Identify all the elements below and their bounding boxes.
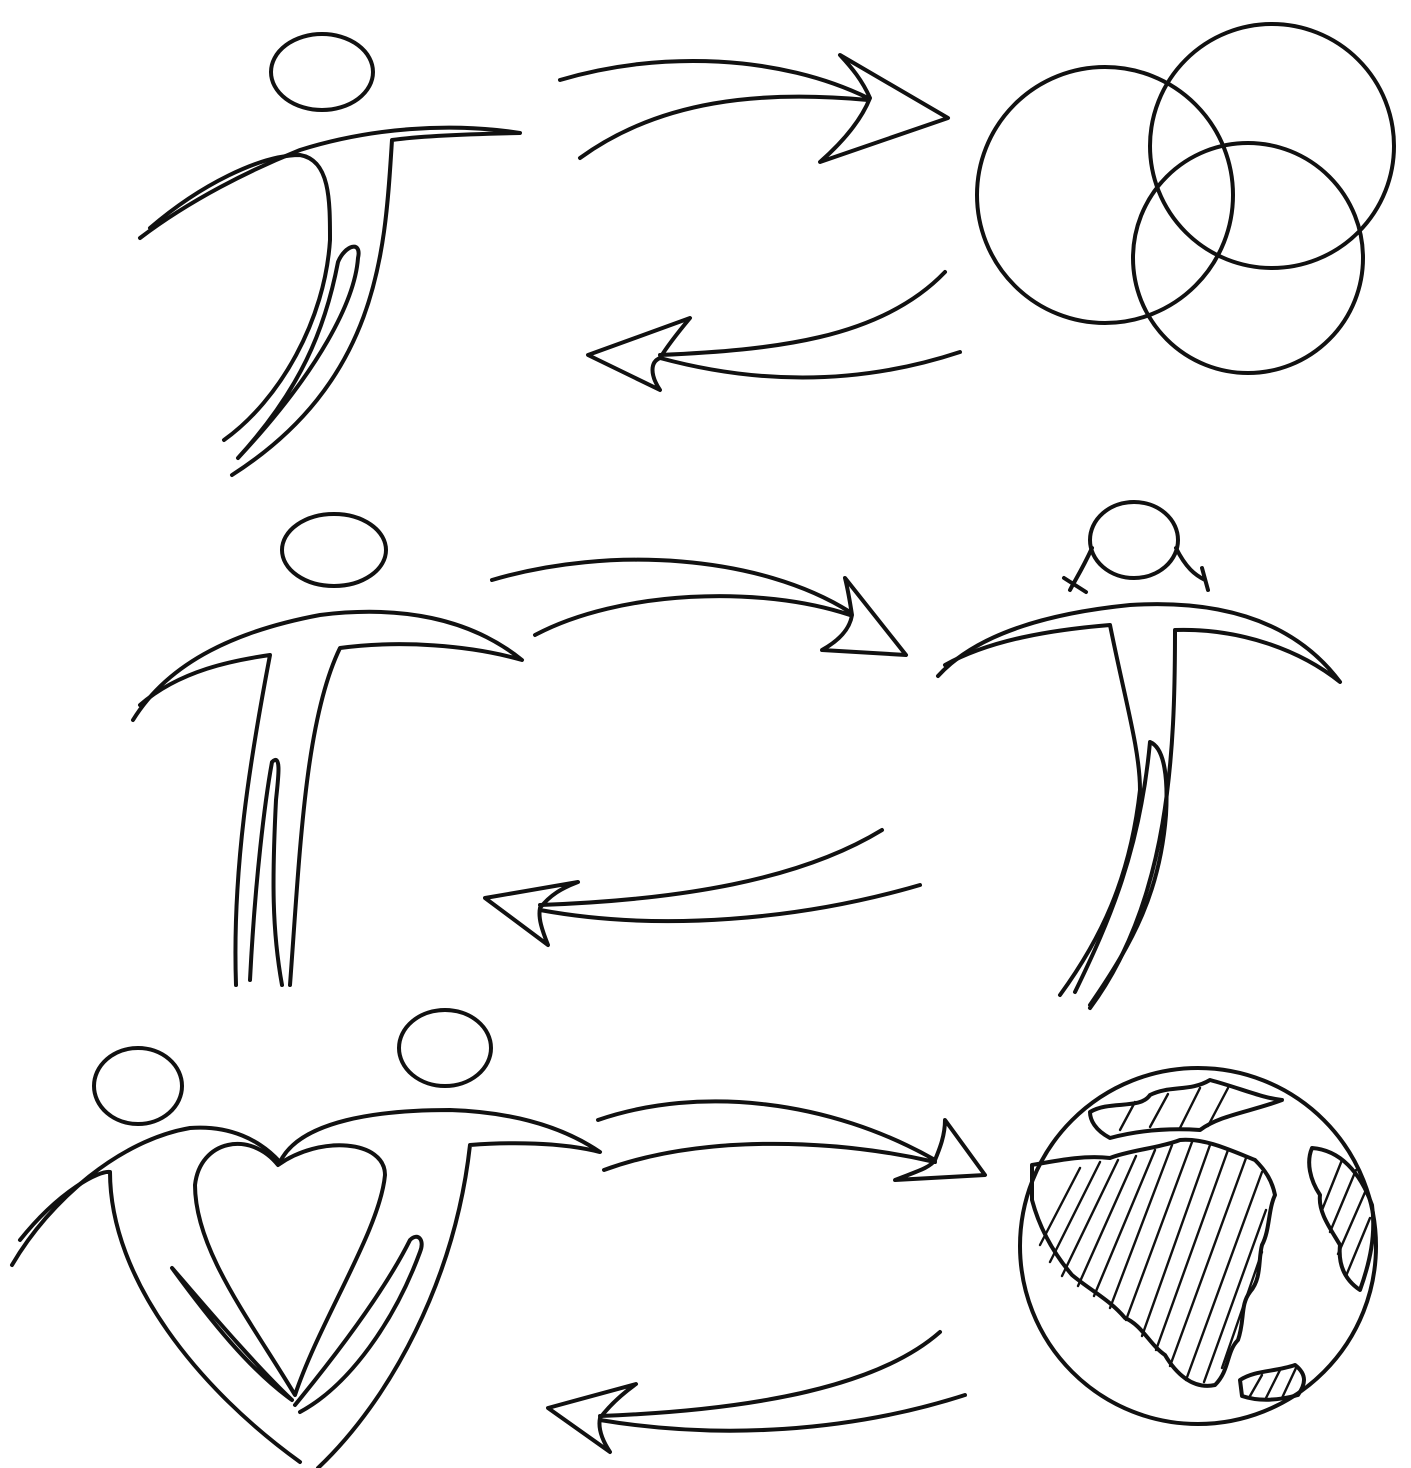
arrow-shaft <box>598 1101 935 1170</box>
arrow-head <box>895 1120 985 1180</box>
arm-inner <box>150 155 330 440</box>
heart-couple-figure <box>12 1010 600 1468</box>
ear-left <box>1064 548 1092 592</box>
left-person-outline <box>12 1128 280 1265</box>
arrow-left-top <box>588 272 960 390</box>
right-person-outline <box>280 1110 600 1468</box>
ear-right <box>1176 548 1208 590</box>
three-circles <box>977 24 1394 373</box>
person-with-ears-figure <box>938 502 1340 1008</box>
left-person-inner <box>20 1172 300 1462</box>
head-right <box>399 1010 491 1086</box>
arrow-shaft <box>660 272 960 378</box>
circle-left <box>977 67 1233 323</box>
arrow-head <box>822 578 906 655</box>
body-outline <box>133 612 522 985</box>
arrow-shaft <box>600 1332 965 1431</box>
arrow-shaft <box>540 830 920 921</box>
heart-inner <box>195 1144 385 1395</box>
globe <box>1020 1068 1376 1424</box>
left-inner-leg <box>172 1268 292 1400</box>
arrow-left-bottom <box>548 1332 965 1452</box>
arrow-right-bottom <box>598 1101 985 1180</box>
arrow-shaft <box>492 560 850 635</box>
inner-leg <box>250 760 282 985</box>
arrow-right-top <box>560 55 948 162</box>
right-inner-leg <box>295 1237 422 1412</box>
row-1 <box>140 24 1394 475</box>
globe-hatching <box>1040 1088 1370 1398</box>
arrow-shaft <box>560 61 868 158</box>
head-left <box>94 1048 182 1124</box>
row-2 <box>133 502 1340 1008</box>
body-inner <box>945 625 1140 995</box>
globe-outline <box>1020 1068 1376 1424</box>
person-figure-middle-left <box>133 514 522 985</box>
circle-bottom <box>1133 143 1363 373</box>
head <box>1090 502 1178 578</box>
head <box>271 34 373 110</box>
body-inner <box>140 655 270 985</box>
arrow-head <box>820 55 948 162</box>
person-figure-top-left <box>140 34 520 475</box>
head <box>282 514 386 586</box>
continent-right <box>1309 1148 1373 1290</box>
row-3 <box>12 1010 1376 1468</box>
arrow-left-middle <box>485 830 920 945</box>
arrow-head <box>548 1384 636 1452</box>
arrow-right-middle <box>492 560 906 655</box>
